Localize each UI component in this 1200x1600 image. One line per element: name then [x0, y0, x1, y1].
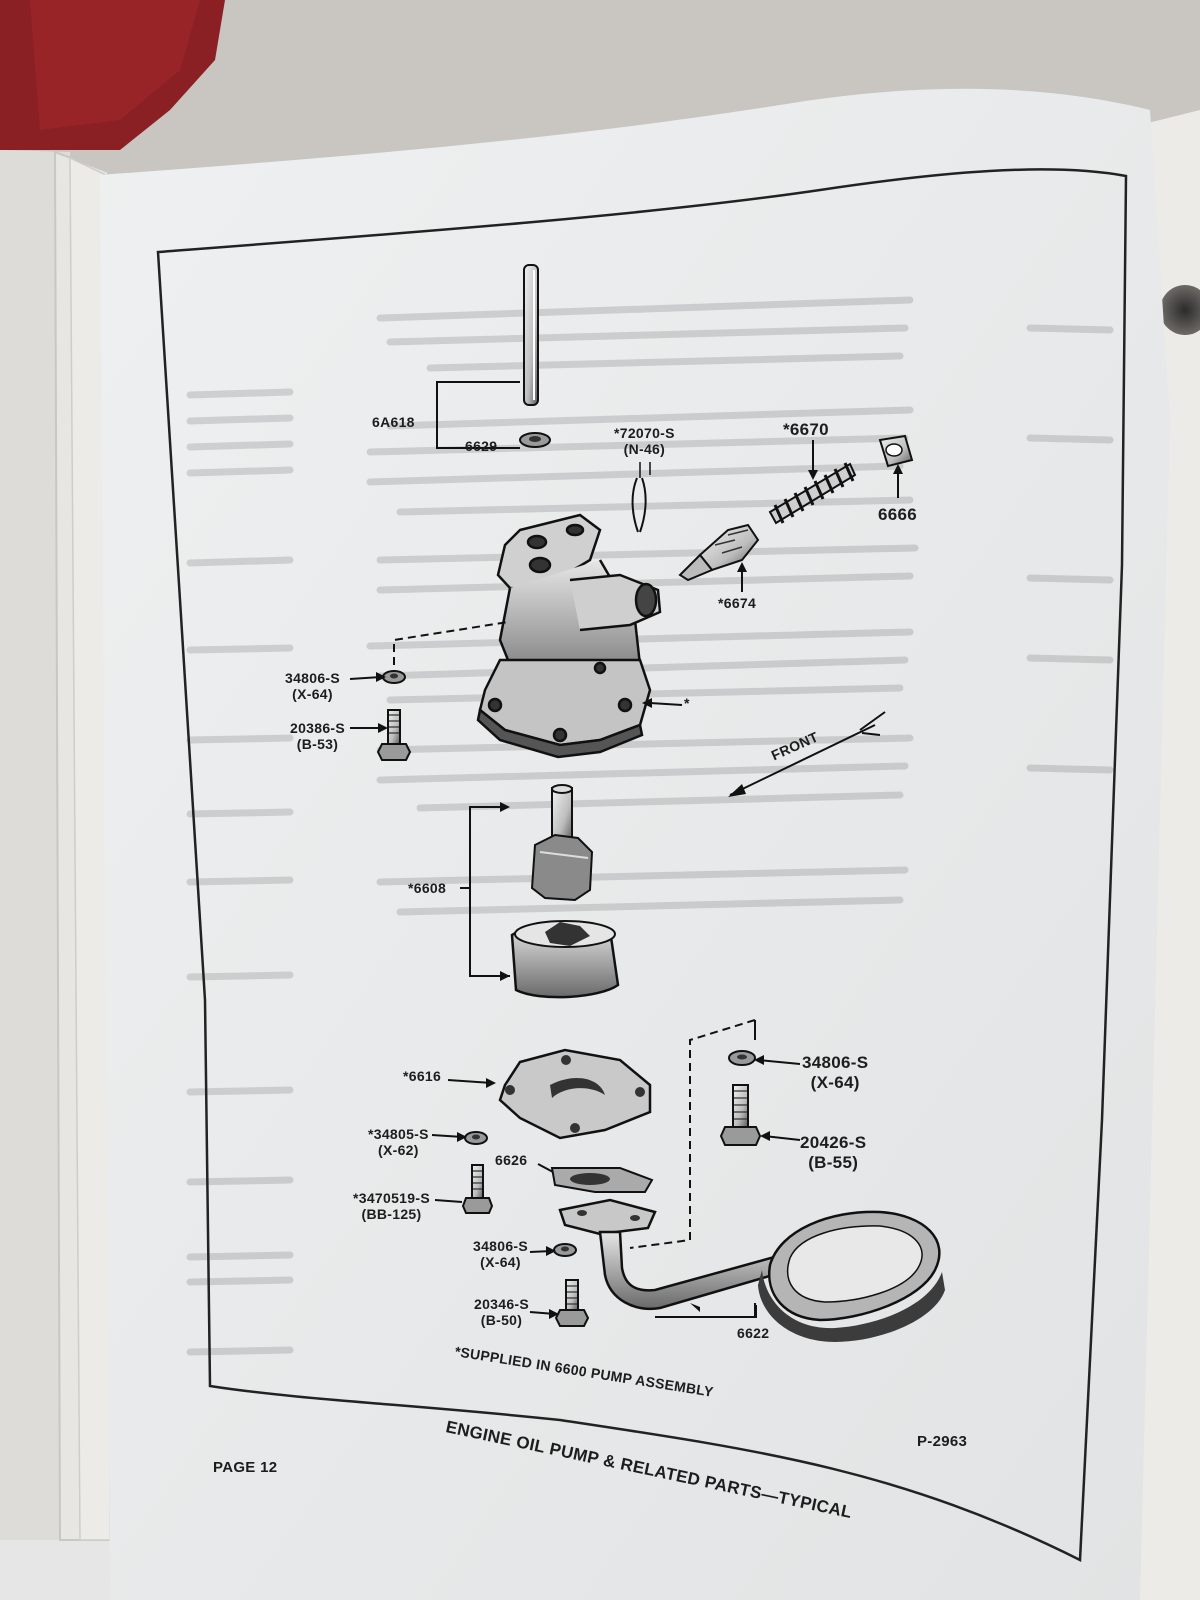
callout-20346: 20346-S (B-50) [474, 1296, 529, 1328]
callout-20386-number: 20386-S [290, 720, 346, 736]
callout-34806-mid: 34806-S (X-64) [473, 1238, 528, 1270]
callout-34805-code: (X-62) [378, 1142, 419, 1158]
callout-34805: *34805-S (X-62) [368, 1126, 429, 1158]
callout-34806-top-number: 34806-S [285, 670, 341, 686]
spring-6670 [768, 462, 857, 525]
callout-34806-top-code: (X-64) [292, 686, 333, 702]
callout-20426: 20426-S (B-55) [800, 1133, 866, 1173]
callout-20426-code: (B-55) [808, 1153, 859, 1172]
callout-34806-right: 34806-S (X-64) [802, 1053, 868, 1093]
outer-rotor-6608 [510, 920, 620, 999]
page-stack-left [0, 150, 70, 1540]
plug-6666 [878, 434, 914, 468]
bolt-20346 [554, 1279, 590, 1327]
screw-3470519 [461, 1164, 494, 1214]
bolt-20386 [376, 709, 412, 761]
cotter-pin-72070 [631, 477, 647, 533]
callout-34806-mid-code: (X-64) [480, 1254, 521, 1270]
pickup-tube-6622 [558, 1198, 945, 1342]
page-number: PAGE 12 [213, 1459, 278, 1476]
callout-6616: *6616 [403, 1068, 442, 1084]
callout-20346-number: 20346-S [474, 1296, 530, 1312]
callout-34806-right-code: (X-64) [810, 1073, 860, 1092]
callout-6608: *6608 [408, 880, 447, 896]
callout-6674: *6674 [718, 595, 757, 611]
binder-hole [1160, 285, 1200, 335]
callout-72070-number: *72070-S [614, 425, 675, 441]
pump-body [476, 513, 662, 759]
callout-20386: 20386-S (B-53) [290, 720, 345, 752]
cover-6616 [498, 1048, 652, 1140]
callout-3470519: *3470519-S (BB-125) [353, 1190, 430, 1222]
callout-34805-number: *34805-S [368, 1126, 429, 1142]
lockwasher-34806-right [728, 1050, 756, 1066]
asterisk-pump-body: * [684, 695, 690, 711]
callout-34806-right-number: 34806-S [802, 1053, 869, 1072]
washer-6629 [519, 432, 551, 448]
callout-3470519-code: (BB-125) [361, 1206, 422, 1222]
rotor-shaft-6608 [530, 784, 594, 902]
lockwasher-34806-top [382, 670, 406, 684]
callout-34806-mid-number: 34806-S [473, 1238, 529, 1254]
figure-code: P-2963 [917, 1433, 968, 1450]
bolt-20426 [719, 1084, 762, 1146]
callout-6670: *6670 [783, 420, 829, 439]
callout-20426-number: 20426-S [800, 1133, 867, 1152]
callout-72070: *72070-S (N-46) [614, 425, 675, 457]
callout-20346-code: (B-50) [480, 1312, 523, 1328]
callout-6622: 6622 [737, 1325, 770, 1341]
callout-34806-top: 34806-S (X-64) [285, 670, 340, 702]
figure-border [156, 168, 1128, 1562]
callout-6666: 6666 [878, 505, 918, 524]
callout-6a618: 6A618 [372, 414, 415, 430]
callout-3470519-number: *3470519-S [353, 1190, 430, 1206]
lockwasher-34806-mid [553, 1243, 577, 1257]
callout-20386-code: (B-53) [296, 736, 339, 752]
callout-6629: 6629 [465, 438, 498, 454]
shaft-6a618 [523, 264, 539, 406]
front-arrow [728, 711, 886, 797]
gasket-6626 [550, 1167, 654, 1193]
relief-valve-6674 [678, 523, 760, 582]
lockwasher-34805 [464, 1131, 488, 1145]
callout-72070-code: (N-46) [623, 441, 666, 457]
callout-6626: 6626 [495, 1152, 528, 1168]
